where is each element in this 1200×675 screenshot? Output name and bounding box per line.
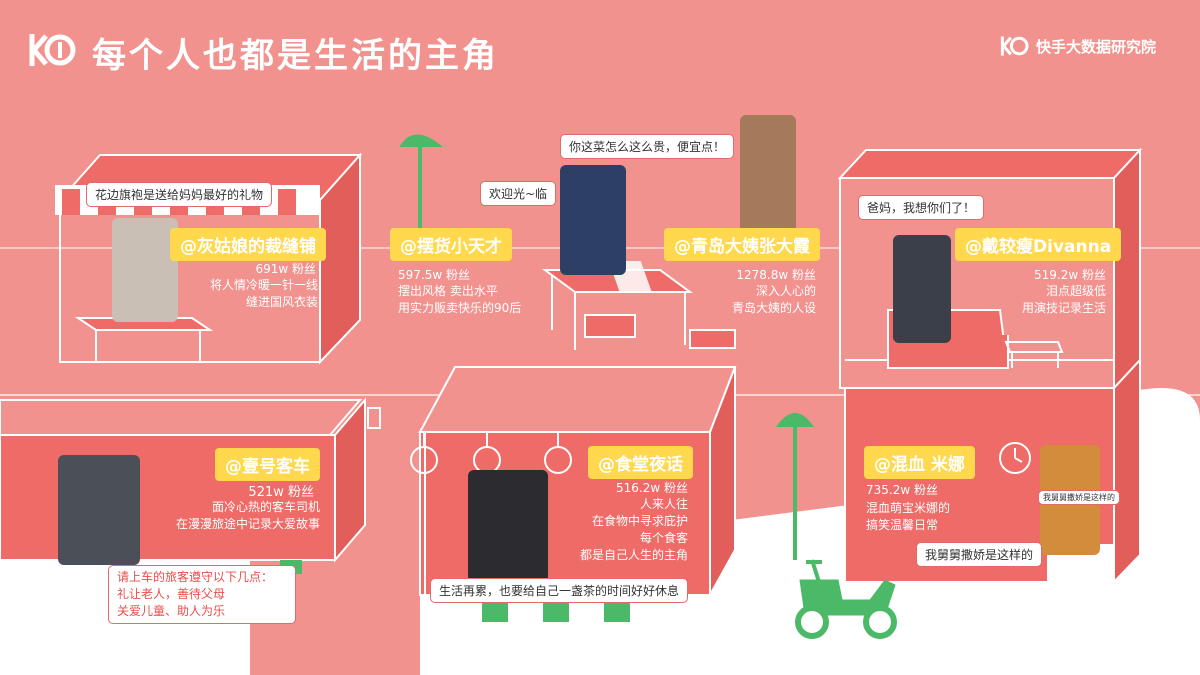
handle-tag-daijiao[interactable]: @戴较瘦Divanna [955, 228, 1122, 261]
scooter-icon [795, 559, 897, 639]
handle-tag-driver[interactable]: @壹号客车 [215, 448, 320, 481]
avatar-tailor [112, 218, 178, 322]
desc-canteen: 人来人往在食物中寻求庇护 每个食客都是自己人生的主角 [579, 497, 688, 562]
speech-bubble-canteen: 生活再累，也要给自己一盏茶的时间好好休息 [430, 578, 689, 603]
desc-driver: 面冷心热的客车司机在漫漫旅途中记录大爱故事 [175, 500, 320, 531]
desc-aunt: 深入人心的青岛大姨的人设 [731, 284, 816, 315]
handle-tag-vendor[interactable]: @摆货小天才 [390, 228, 512, 261]
speech-bubble-mina: 我舅舅撒娇是这样的 [916, 542, 1043, 567]
handle-tag-canteen[interactable]: @食堂夜话 [588, 446, 693, 479]
fans-count-tailor: 691w 粉丝 [255, 262, 316, 276]
sign-mina: 我舅舅撒娇是这样的 [1038, 490, 1120, 505]
speech-bubble-vendor: 欢迎光~临 [480, 181, 557, 206]
fans-count-vendor: 597.5w 粉丝 [398, 268, 470, 282]
fans-count-mina: 735.2w 粉丝 [866, 483, 938, 497]
avatar-canteen [468, 470, 548, 582]
avatar-aunt [740, 115, 796, 233]
kuaishou-logo-icon [1000, 36, 1029, 56]
fans-count-daijiao: 519.2w 粉丝 [1034, 268, 1106, 282]
kuaishou-logo-icon [29, 34, 76, 66]
avatar-vendor [560, 165, 626, 275]
clock-icon [999, 442, 1031, 474]
handle-tag-mina[interactable]: @混血 米娜 [864, 446, 975, 479]
avatar-driver [58, 455, 140, 565]
desc-daijiao: 泪点超级低用演技记录生活 [1021, 284, 1106, 315]
desc-mina: 混血萌宝米娜的搞笑温馨日常 [866, 501, 951, 532]
speech-bubble-tailor: 花边旗袍是送给妈妈最好的礼物 [86, 182, 273, 207]
handle-tag-aunt[interactable]: @青岛大姨张大霞 [664, 228, 820, 261]
speech-bubble-driver: 请上车的旅客遵守以下几点： 礼让老人，善待父母 关爱儿童、助人为乐 [108, 565, 296, 624]
desc-tailor: 将人情冷暖一针一线缝进国风衣装 [209, 278, 318, 309]
speech-bubble-aunt: 你这菜怎么这么贵，便宜点！ [560, 134, 735, 159]
page-title: 每个人也都是生活的主角 [92, 36, 499, 76]
brand: 快手大数据研究院 [1000, 34, 1156, 58]
fans-count-aunt: 1278.8w 粉丝 [736, 268, 816, 282]
handle-tag-tailor[interactable]: @灰姑娘的裁缝铺 [170, 228, 326, 261]
desc-vendor: 摆出风格 卖出水平用实力贩卖快乐的90后 [398, 284, 522, 315]
speech-bubble-daijiao: 爸妈，我想你们了！ [858, 195, 985, 220]
avatar-daijiao [893, 235, 951, 343]
fans-count-driver: 521w 粉丝 [248, 485, 314, 500]
brand-name: 快手大数据研究院 [1036, 37, 1157, 56]
fans-count-canteen: 516.2w 粉丝 [616, 481, 688, 495]
